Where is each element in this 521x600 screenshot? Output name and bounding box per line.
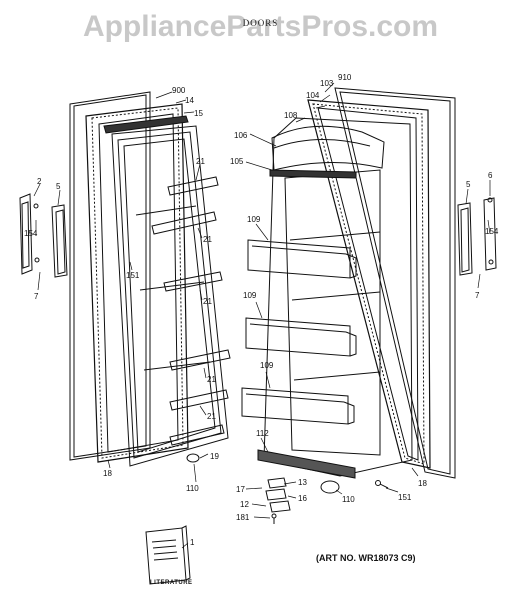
freezer-handle [19,193,68,278]
callout-108: 108 [284,111,298,120]
callout-19: 19 [210,452,219,461]
callout-104: 104 [306,91,320,100]
callout-112: 112 [256,429,269,438]
callout-105: 105 [230,157,244,166]
callout-6: 6 [488,171,493,180]
art-number: (ART NO. WR18073 C9) [316,553,416,563]
freezer-shelf-bars [151,176,231,446]
callout-910: 910 [338,73,352,82]
callout-1: 1 [190,538,195,547]
door-bin-middle [245,317,357,357]
callout-109-b: 109 [243,291,257,300]
freezer-door-liner [111,125,229,467]
fresh-food-door-gasket [307,99,431,469]
callout-15: 15 [194,109,203,118]
callout-7-a: 7 [34,292,39,301]
callout-154-b: 154 [485,227,499,236]
callout-109-a: 109 [247,215,261,224]
callout-17: 17 [236,485,245,494]
literature-booklet [145,525,191,585]
callout-151-b: 151 [398,493,412,502]
callout-5-b: 5 [466,180,471,189]
callout-leader-lines [33,82,491,549]
freezer-door-trim-strip [103,115,189,134]
site-watermark: AppliancePartsPros.com [82,10,439,43]
callout-16: 16 [298,494,307,503]
callout-21-c: 21 [203,297,212,306]
callout-110-a: 110 [186,484,199,493]
diagram-subtitle: DOORS [242,18,279,28]
callout-154-a: 154 [24,229,38,238]
door-bin-lower [241,387,355,425]
callout-13: 13 [298,478,307,487]
freezer-door-gasket [85,103,189,463]
callout-2: 2 [37,177,42,186]
callout-151-a: 151 [126,271,140,280]
callout-21-e: 21 [207,412,216,421]
fresh-food-bottom-trim [257,449,356,479]
callout-109-c: 109 [260,361,274,370]
callout-5-a: 5 [56,182,61,191]
door-bin-upper [247,239,357,279]
callout-18-a: 18 [103,469,112,478]
callout-21-d: 21 [207,375,216,384]
callout-7-b: 7 [475,291,480,300]
dairy-compartment-door [269,125,385,179]
fresh-food-hinge-cap [320,480,340,494]
callout-181: 181 [236,513,250,522]
fresh-food-door-outer-panel [334,87,456,479]
callout-900: 900 [172,86,186,95]
screw-part [375,480,389,489]
fresh-food-handle [457,197,497,276]
callout-110-b: 110 [342,495,355,504]
literature-label: LITERATURE [150,580,193,586]
hinge-parts-group [265,477,291,524]
callout-18-b: 18 [418,479,427,488]
callout-106: 106 [234,131,248,140]
callout-14: 14 [185,96,194,105]
callout-103: 103 [320,79,334,88]
callout-21-a: 21 [196,157,205,166]
freezer-hinge-cap [186,453,200,463]
callout-21-b: 21 [203,235,212,244]
callout-12: 12 [240,500,249,509]
